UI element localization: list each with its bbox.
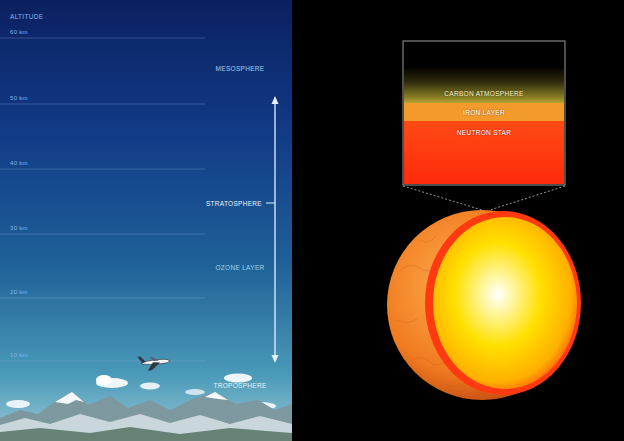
inset-leader-lines <box>403 186 565 210</box>
altitude-value: 30 km <box>10 225 28 231</box>
altitude-value: 40 km <box>10 160 28 166</box>
altitude-value: 60 km <box>10 29 28 35</box>
altitude-lines <box>0 38 205 361</box>
layer-name: MESOSPHERE <box>216 65 265 72</box>
inset-frame <box>403 41 565 185</box>
layer-name: TROPOSPHERE <box>213 382 266 389</box>
airplane <box>137 354 169 372</box>
axis-title: ALTITUDE <box>10 13 43 20</box>
altitude-value: 40 km <box>10 160 28 166</box>
layer-name: MESOSPHERE <box>216 65 265 72</box>
layer-name: OZONE LAYER <box>215 264 264 271</box>
altitude-value: 30 km <box>10 225 28 231</box>
altitude-value: 50 km <box>10 95 28 101</box>
stratosphere-arrow <box>266 96 279 363</box>
layer-name: TROPOSPHERE <box>213 382 266 389</box>
altitude-value: 20 km <box>10 289 28 295</box>
layer-name: STRATOSPHERE <box>206 200 262 207</box>
layer-band: NEUTRON STAR <box>404 121 564 184</box>
neutron-star <box>387 210 581 400</box>
layer-band: CARBON ATMOSPHERE <box>404 42 564 103</box>
altitude-value: 60 km <box>10 29 28 35</box>
sky-panel <box>0 0 292 441</box>
layer-band: IRON LAYER <box>404 103 564 121</box>
layer-name: IRON LAYER <box>463 109 505 116</box>
mountains <box>0 392 292 441</box>
layer-name: STRATOSPHERE <box>206 200 262 207</box>
altitude-value: 20 km <box>10 289 28 295</box>
layer-name: NEUTRON STAR <box>457 129 511 136</box>
altitude-value: 10 km <box>10 352 28 358</box>
altitude-value: 10 km <box>10 352 28 358</box>
axis-title: ALTITUDE <box>10 13 43 20</box>
layer-name: OZONE LAYER <box>215 264 264 271</box>
altitude-value: 50 km <box>10 95 28 101</box>
layer-name: CARBON ATMOSPHERE <box>444 90 523 97</box>
